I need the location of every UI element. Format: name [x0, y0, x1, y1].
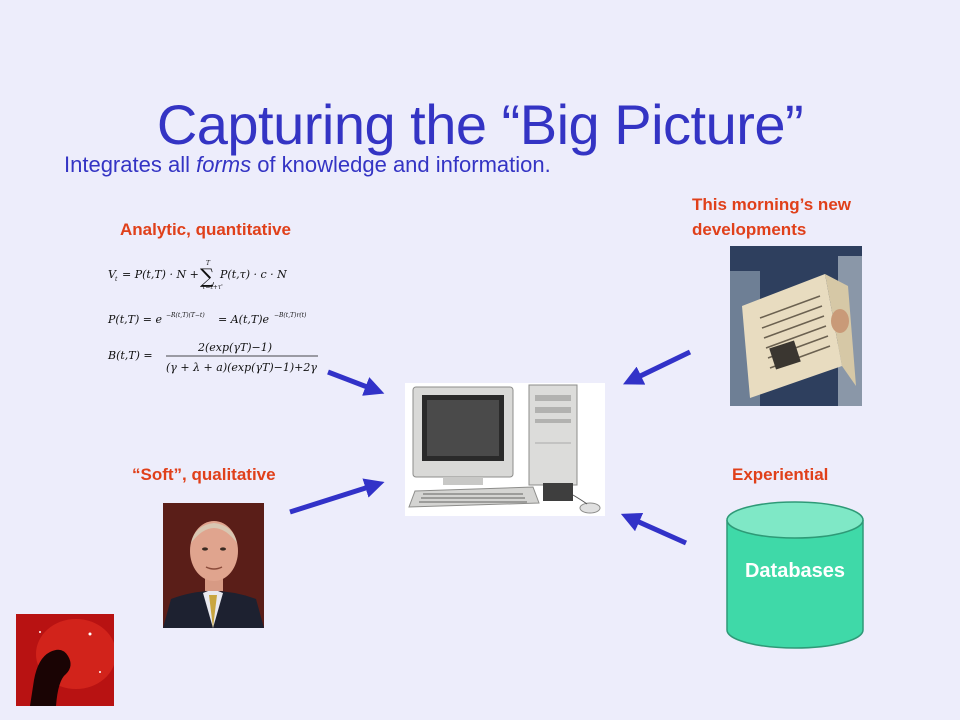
label-news-line1: This morning’s new	[692, 195, 851, 214]
svg-text:= P(t,T) · N +: = P(t,T) · N +	[122, 268, 199, 281]
svg-text:V: V	[108, 268, 117, 281]
subtitle-emphasis: forms	[196, 152, 252, 177]
slide-subtitle: Integrates all forms of knowledge and in…	[64, 152, 551, 178]
database-cylinder-icon	[726, 501, 864, 649]
subtitle-part-2: of knowledge and information.	[251, 152, 551, 177]
database-label: Databases	[744, 560, 846, 582]
svg-text:= A(t,T)e: = A(t,T)e	[218, 313, 269, 326]
label-experiential: Experiential	[732, 465, 829, 484]
subtitle-part-1: Integrates all	[64, 152, 197, 177]
newspaper-photo-icon	[730, 246, 862, 406]
svg-text:T: T	[206, 260, 211, 267]
arrow-news	[622, 349, 692, 385]
desktop-computer-icon	[405, 383, 605, 516]
label-news-line2: developments	[692, 220, 807, 239]
arrow-experiential	[620, 512, 688, 546]
svg-text:t: t	[115, 276, 118, 283]
arrow-soft	[289, 478, 385, 515]
svg-text:−R(t,T)(T−t): −R(t,T)(T−t)	[166, 312, 205, 319]
svg-text:∑: ∑	[200, 264, 215, 288]
nebula-logo-icon	[16, 614, 114, 706]
svg-text:P(t,τ) · c · N: P(t,τ) · c · N	[219, 268, 287, 281]
svg-text:P(t,T) = e: P(t,T) = e	[107, 313, 162, 326]
svg-text:(γ + λ + a)(exp(γT)−1)+2γ: (γ + λ + a)(exp(γT)−1)+2γ	[166, 361, 317, 374]
slide-title: Capturing the “Big Picture”	[156, 93, 804, 156]
arrow-analytic	[327, 369, 385, 396]
svg-text:2(exp(γT)−1): 2(exp(γT)−1)	[197, 341, 272, 354]
svg-text:τ=t+τ': τ=t+τ'	[202, 284, 223, 291]
label-analytic: Analytic, quantitative	[120, 220, 291, 239]
svg-text:B(t,T) =: B(t,T) =	[107, 349, 153, 362]
database-cylinder: Databases	[725, 500, 865, 650]
label-soft: “Soft”, qualitative	[132, 465, 276, 484]
svg-text:−B(t,T)r(t): −B(t,T)r(t)	[274, 312, 307, 319]
label-news: This morning’s new developments	[692, 192, 912, 242]
portrait-photo-icon	[163, 503, 264, 628]
